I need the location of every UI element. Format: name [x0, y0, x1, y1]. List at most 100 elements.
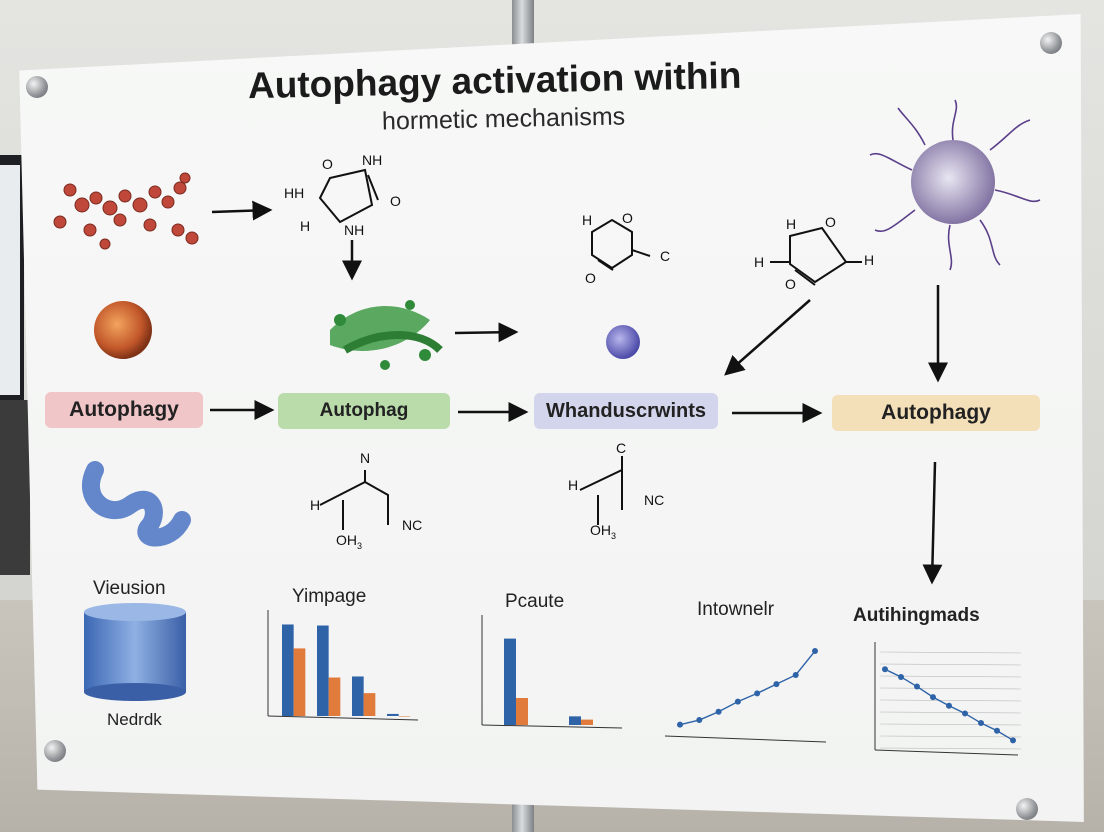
- mounting-bolt-bottom-right: [1016, 798, 1038, 820]
- ring-structure-2: [591, 218, 651, 271]
- ring-structure-1: [318, 168, 379, 224]
- ring3-h-left-label: H: [754, 254, 765, 270]
- chart4-line-point-4: [946, 702, 952, 709]
- ring-structure-3: [770, 226, 862, 286]
- chart4-gridline-3: [879, 687, 1022, 690]
- chart2-bars: [504, 638, 593, 725]
- ring2-o-label: O: [622, 210, 633, 226]
- chart1-bars-bar-s0-3: [387, 713, 399, 716]
- chart3-line-point-4: [754, 690, 761, 697]
- chart4-gridline-4: [879, 699, 1022, 702]
- chart4-gridline-7: [879, 735, 1022, 738]
- structure-5: [579, 456, 623, 525]
- mol4-h-label: H: [310, 497, 321, 513]
- red-molecule-icon: [53, 172, 199, 250]
- ring1-o-right-label: O: [390, 193, 401, 209]
- mounting-bolt-bottom-left: [44, 740, 66, 762]
- chart4-gridline-0: [879, 651, 1022, 654]
- ring3-o-label: O: [825, 214, 836, 230]
- ring1-h-label: H: [300, 218, 311, 234]
- chart1-bars: [282, 624, 411, 717]
- chart1-bars-bar-s0-2: [352, 676, 364, 716]
- mol4-nc-label: NC: [402, 517, 423, 533]
- chart4-gridline-8: [879, 747, 1022, 750]
- chart2-bars-bar-s0-0: [504, 638, 516, 725]
- cylinder-icon: [84, 603, 186, 701]
- chart3-line-point-3: [734, 698, 741, 705]
- ring1-hh-label: HH: [284, 185, 305, 201]
- chart4-axes: [874, 642, 1019, 756]
- chart3-line-point-7: [812, 648, 818, 655]
- chart2-bars-bar-s1-1: [581, 719, 593, 725]
- chart1-bars-bar-s0-0: [282, 624, 294, 716]
- ring1-o-label: O: [322, 156, 333, 172]
- ring1-nh-top-label: NH: [362, 152, 383, 168]
- chart4-line-point-7: [994, 727, 1000, 734]
- chart4-line-point-2: [914, 683, 920, 690]
- chart4-gridline-6: [879, 723, 1022, 726]
- chart3-title: Intownelr: [697, 599, 775, 620]
- mounting-bolt-top-right: [1040, 32, 1062, 54]
- chart1-axes: [267, 610, 419, 721]
- chart4-line-point-0: [882, 666, 888, 673]
- chart3-axes: [664, 735, 827, 743]
- ring1-nh-bottom-label: NH: [344, 222, 365, 238]
- chart4-grid: [879, 651, 1022, 750]
- chart2-bars-bar-s0-1: [569, 716, 581, 725]
- orange-sphere-icon: [94, 301, 152, 359]
- mol5-oh-label: OH3: [590, 522, 617, 541]
- flow-box-1: Autophagy: [45, 392, 203, 428]
- chart4-line-point-6: [978, 720, 984, 727]
- flow-box-4: Autophagy: [832, 395, 1040, 431]
- mol4-n-label: N: [360, 450, 371, 466]
- chart3-line-point-6: [792, 671, 799, 678]
- chart4-line-point-8: [1010, 737, 1016, 744]
- background-monitor-screen: [0, 165, 20, 395]
- cylinder-top-label: Vieusion: [93, 578, 166, 599]
- chart1-bars-bar-s1-3: [398, 716, 411, 717]
- chart3-line-point-0: [677, 721, 683, 728]
- chart1-bars-bar-s1-0: [293, 648, 306, 716]
- chart2-title: Pcaute: [505, 591, 565, 612]
- background-cabinet: [0, 400, 30, 575]
- ring3-o-bottom-label: O: [785, 276, 796, 292]
- green-molecule-icon: [330, 300, 443, 370]
- chart1-bars-bar-s1-2: [363, 693, 376, 716]
- flow-arrows: [210, 200, 948, 585]
- chart4-line: [882, 666, 1016, 744]
- chart2-bars-bar-s1-0: [516, 698, 528, 725]
- chart2-axes: [481, 615, 623, 729]
- chart4-gridline-1: [879, 663, 1022, 666]
- chart3-line-point-2: [715, 708, 722, 715]
- blue-protein-ribbon-icon: [82, 461, 191, 547]
- ring2-h-label: H: [582, 212, 593, 228]
- chart1-title: Yimpage: [292, 586, 367, 607]
- chart4-line-point-5: [962, 710, 968, 717]
- ring3-h-top-label: H: [786, 216, 797, 232]
- flow-box-3: Whanduscrwints: [534, 393, 718, 429]
- mounting-bolt-top-left: [26, 76, 48, 98]
- chart4-title: Autihingmads: [853, 605, 980, 626]
- chart1-bars-bar-s1-1: [328, 677, 341, 716]
- mol4-oh-label: OH3: [336, 532, 363, 551]
- structure-4: [319, 470, 389, 530]
- chart4-line-point-3: [930, 694, 936, 701]
- mol5-nc-label: NC: [644, 492, 665, 508]
- flow-box-2: Autophag: [278, 393, 450, 429]
- chart4-gridline-5: [879, 711, 1022, 714]
- ring2-o-bottom-label: O: [585, 270, 596, 286]
- chart3-line: [677, 648, 818, 728]
- mol5-h-label: H: [568, 477, 579, 493]
- chart3-line-point-1: [696, 717, 703, 724]
- mol5-c-label: C: [616, 440, 627, 456]
- ring3-h-right-label: H: [864, 252, 875, 268]
- chart3-line-series-line: [679, 650, 816, 726]
- ring2-c-label: C: [660, 248, 671, 264]
- chart4-line-point-1: [898, 673, 904, 680]
- cylinder-bottom-label: Nedrdk: [107, 710, 162, 729]
- purple-sphere-icon: [606, 325, 640, 359]
- chart3-line-point-5: [773, 681, 780, 688]
- chart1-bars-bar-s0-1: [317, 625, 329, 716]
- virus-cell-icon: [869, 99, 1041, 271]
